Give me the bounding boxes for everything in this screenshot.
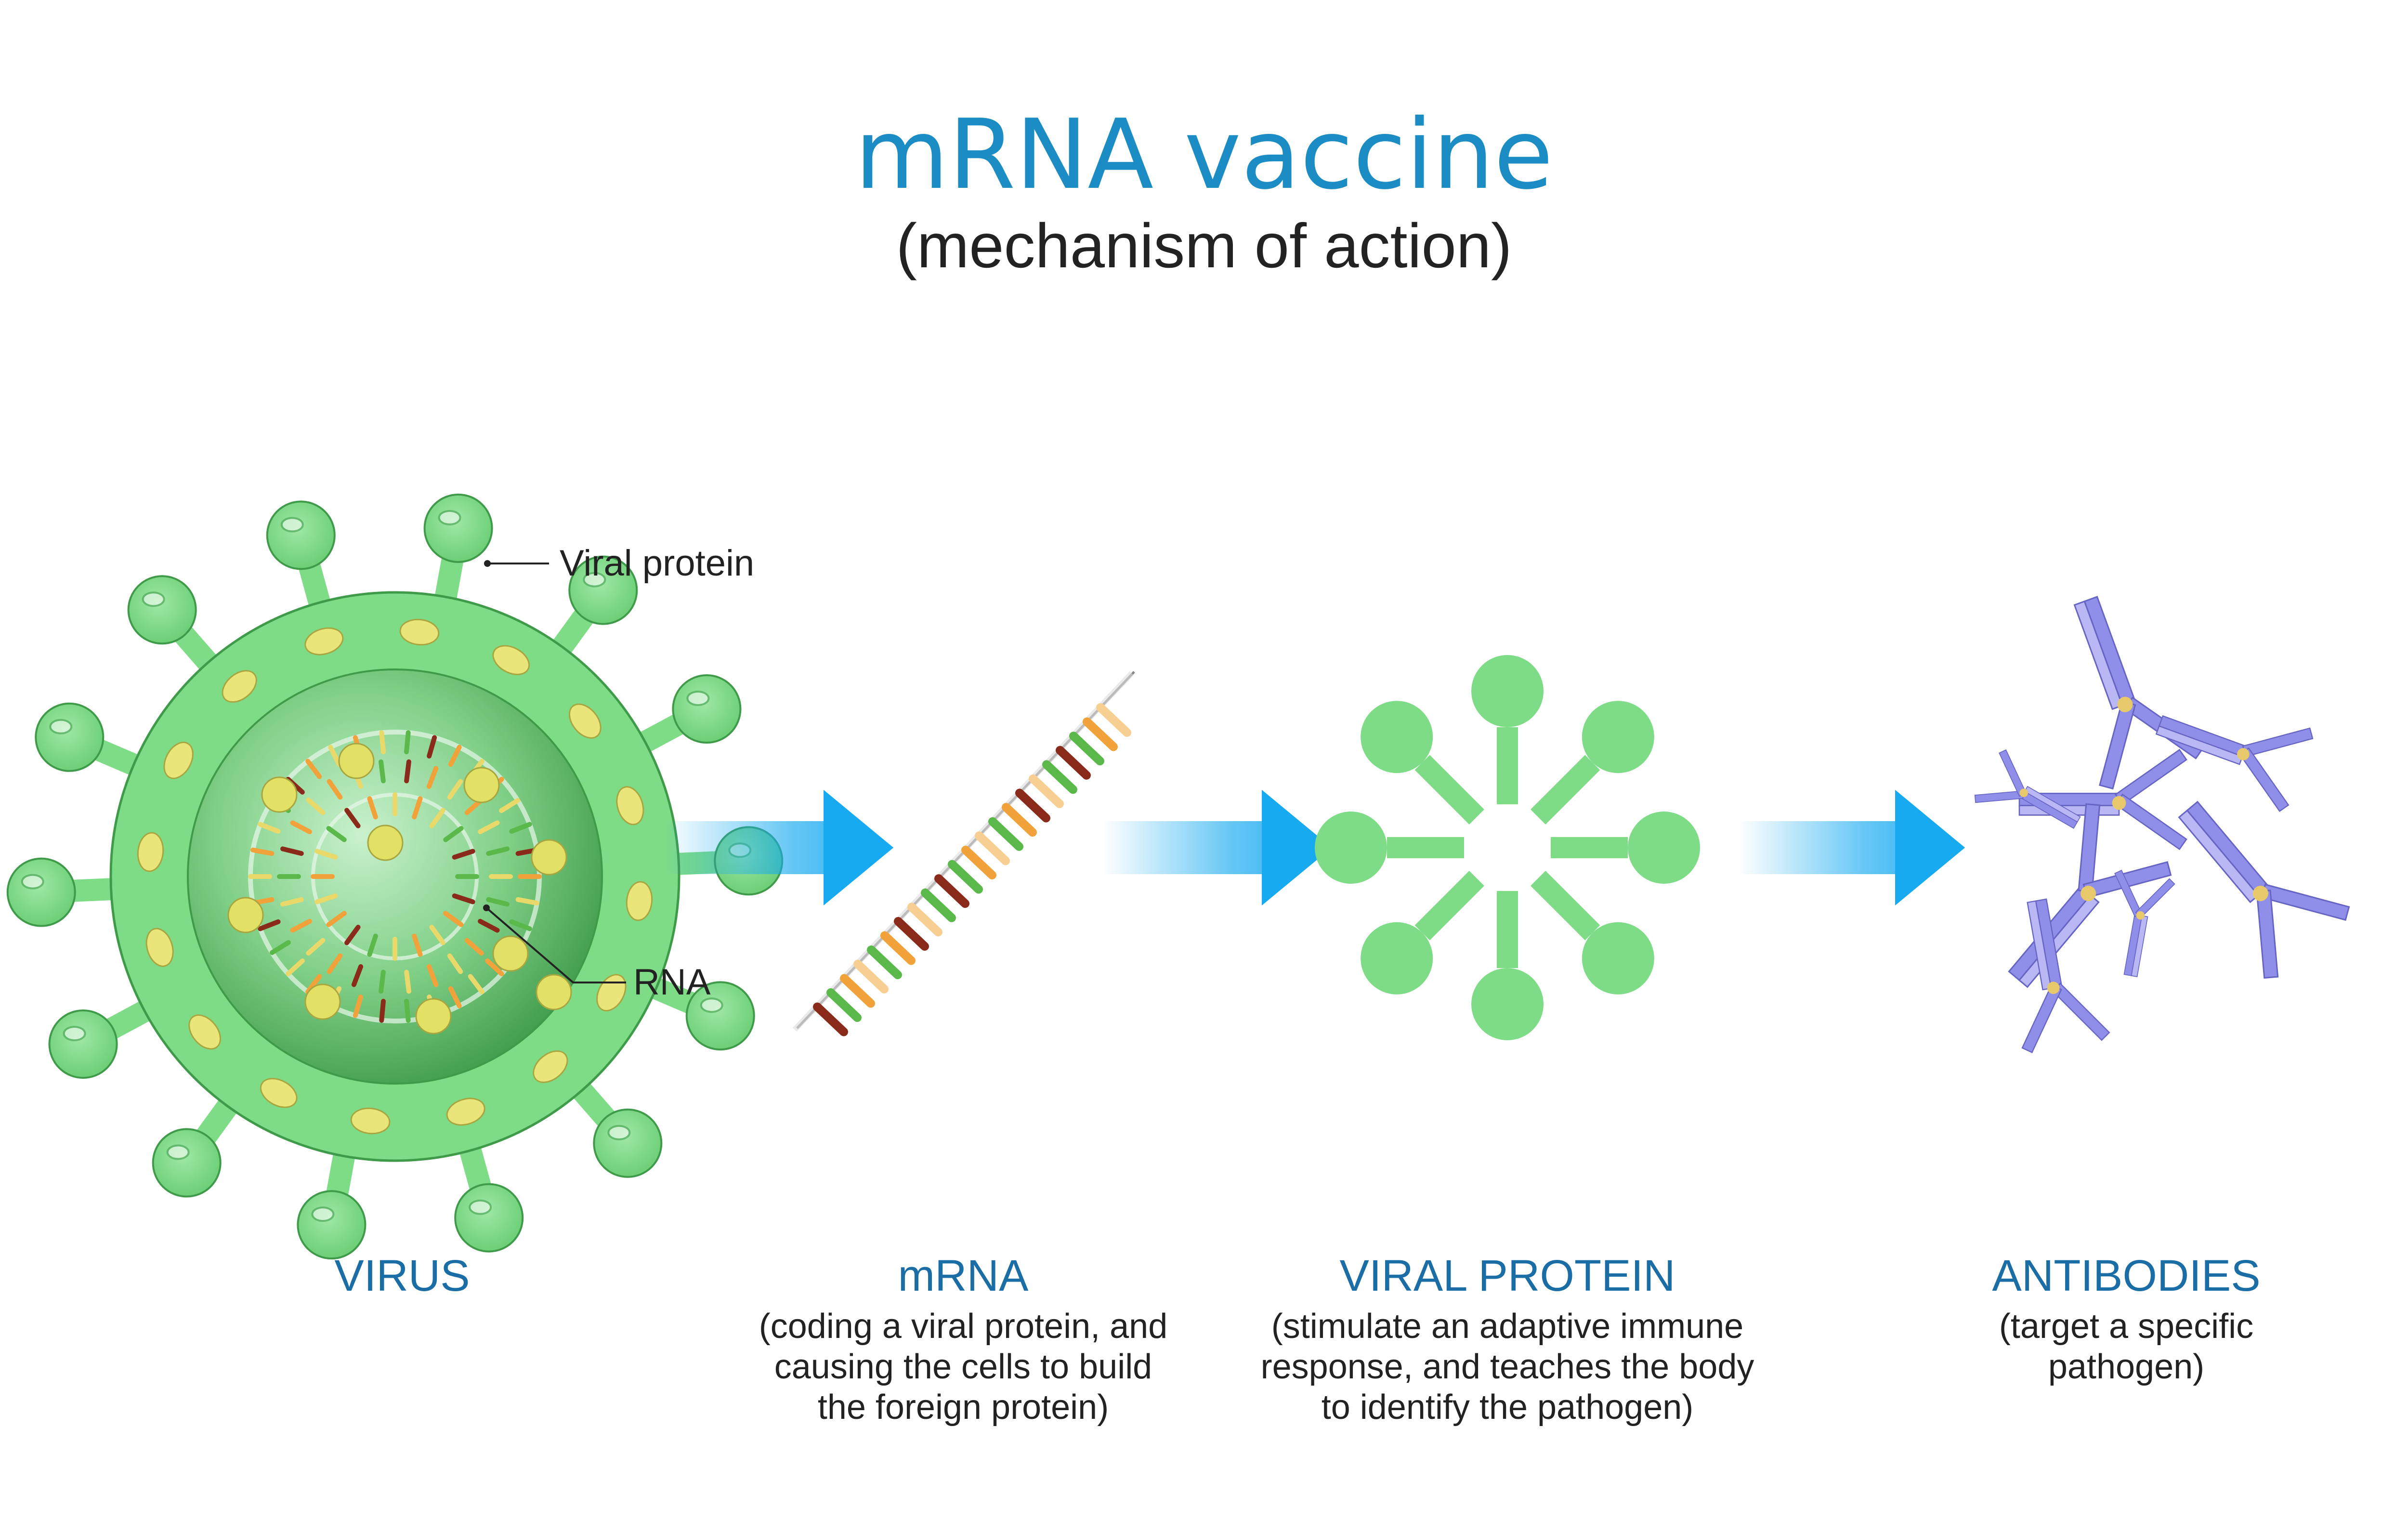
spike-knob <box>593 1108 663 1178</box>
protein-knob <box>1361 922 1433 995</box>
protein-knob <box>1582 701 1654 773</box>
antibody-icon <box>1974 749 2081 829</box>
protein-knob <box>1471 655 1544 727</box>
stage-description-line: pathogen) <box>2048 1348 2204 1386</box>
stage-description-line: (target a specific <box>1999 1307 2253 1346</box>
antibody-icon <box>2114 869 2175 977</box>
stage-description-line: to identify the pathogen) <box>1322 1388 1694 1427</box>
spike-knob <box>454 1183 524 1253</box>
stage-virus-label: VIRUS <box>334 1251 470 1300</box>
protein-knob <box>1471 968 1544 1040</box>
spike-knob <box>685 981 755 1051</box>
antibody-icon <box>2021 898 2110 1053</box>
protein-knob <box>1315 812 1387 884</box>
spike-knob <box>127 575 197 645</box>
spike-knob <box>35 702 105 772</box>
spike-knob <box>423 493 493 563</box>
stage-antibodies-label: ANTIBODIES (target a specific pathogen) <box>1992 1251 2260 1386</box>
stage-description-line: (coding a viral protein, and <box>759 1307 1168 1346</box>
stage-description-line: (stimulate an adaptive immune <box>1271 1307 1743 1346</box>
spike-knob <box>6 857 76 927</box>
spike-knob <box>266 500 336 570</box>
stage-description-line: causing the cells to build <box>774 1348 1152 1386</box>
antibodies-group <box>1974 596 2350 1053</box>
viral-protein-callout: Viral protein <box>484 543 754 584</box>
stage-heading: VIRAL PROTEIN <box>1340 1251 1675 1300</box>
virus-icon <box>6 493 784 1260</box>
diagram-title: mRNA vaccine <box>855 99 1553 211</box>
protein-knob <box>1582 922 1654 995</box>
arrow-right-icon <box>662 790 893 905</box>
rna-callout: RNA <box>483 904 711 1003</box>
mrna-strand-icon <box>792 671 1135 1036</box>
antibody-icon <box>2155 715 2314 812</box>
viral-protein-label: Viral protein <box>560 543 754 584</box>
stage-viral-protein-label: VIRAL PROTEIN (stimulate an adaptive imm… <box>1261 1251 1754 1427</box>
rna-label: RNA <box>633 962 711 1003</box>
spike-knob <box>568 555 638 625</box>
protein-knob <box>1361 701 1433 773</box>
arrow-right-icon <box>1103 790 1332 905</box>
spike-knob <box>48 1009 118 1079</box>
stage-description-line: response, and teaches the body <box>1261 1348 1754 1386</box>
stage-heading: VIRUS <box>334 1251 470 1300</box>
arrow-right-icon <box>1739 790 1965 905</box>
spike-knob <box>152 1128 222 1198</box>
viral-protein-icon <box>1315 655 1700 1040</box>
spike-knob <box>297 1190 366 1260</box>
stage-mrna-label: mRNA (coding a viral protein, and causin… <box>759 1251 1168 1427</box>
diagram-subtitle: (mechanism of action) <box>896 210 1512 281</box>
antibody-icon <box>2178 800 2350 979</box>
stage-heading: ANTIBODIES <box>1992 1251 2260 1300</box>
protein-knob <box>1628 812 1700 884</box>
stage-heading: mRNA <box>898 1251 1029 1300</box>
stage-description-line: the foreign protein) <box>818 1388 1109 1427</box>
spike-knob <box>672 674 742 744</box>
